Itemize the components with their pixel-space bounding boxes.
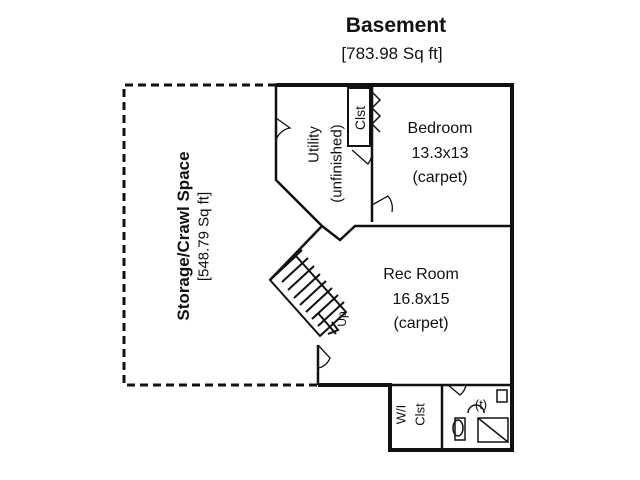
exterior-walls [276,83,514,452]
toilet-bowl [452,419,464,437]
stairs-label: Up [335,311,349,327]
storage-outline [122,83,318,387]
bedroom-floor: (carpet) [412,169,468,187]
bedroom-dims: 13.3x13 [411,144,469,162]
closet-door-zigzag [370,91,382,133]
stairs [268,249,348,338]
rec-room-dims: 16.8x15 [392,290,450,308]
walkin-closet-line2: Clst [412,403,428,426]
utility-name: Utility [305,126,323,163]
bedroom-label: Bedroom 13.3x13 (carpet) [390,118,490,189]
door-swings [275,117,467,396]
rec-room-floor: (carpet) [393,315,449,333]
rec-room-name: Rec Room [383,266,459,283]
bedroom-name: Bedroom [407,120,473,137]
plan-title: Basement [345,14,447,37]
bath-tub-label: (t) [474,397,488,412]
bath-fixtures [452,389,509,443]
plan-area: [783.98 Sq ft] [341,44,443,63]
closet-label: Clst [352,105,368,131]
storage-area: [548.79 Sq ft] [195,191,213,282]
sink [496,389,508,403]
utility-note: (unfinished) [328,124,346,203]
closet-box [347,87,371,147]
storage-name: Storage/Crawl Space [174,151,193,321]
rec-room-label: Rec Room 16.8x15 (carpet) [366,264,476,335]
walkin-closet-line1: W/I [393,404,409,425]
toilet-tank [454,417,466,441]
